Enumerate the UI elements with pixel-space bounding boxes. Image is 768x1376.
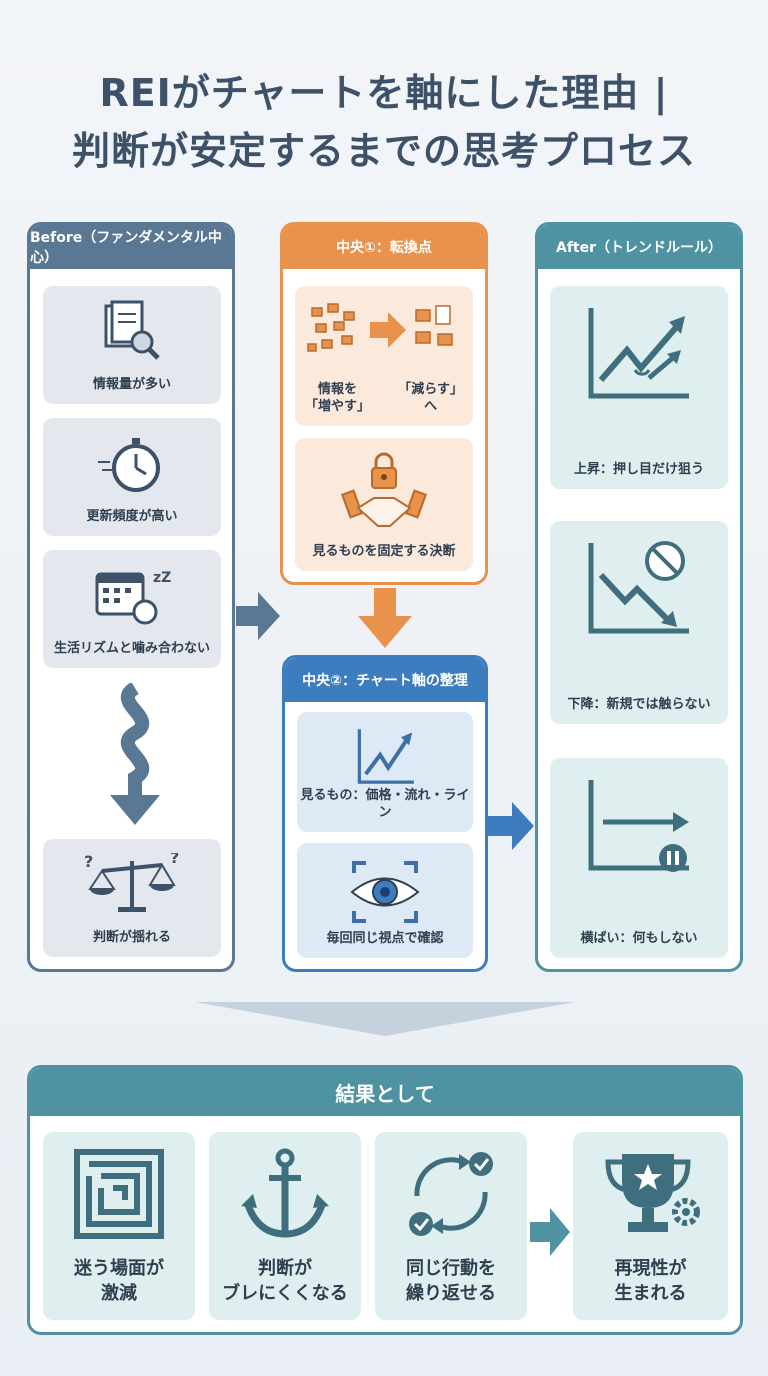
increase-info-label: 情報を 「増やす」 (305, 381, 371, 415)
before-item: zZ 生活リズムと噛み合わない (43, 550, 221, 668)
result-panel: 結果として 迷う場面が 激減 判断が ブレにくくなる 同じ行動を 繰り返せる 再… (27, 1065, 743, 1335)
before-item-label: 生活リズムと噛み合わない (53, 641, 210, 657)
arrow-right-blue-icon (488, 802, 534, 850)
center2-item-label: 見るもの：価格・流れ・ライン (300, 787, 470, 821)
after-item: 上昇：押し目だけ狙う (550, 286, 728, 489)
chevron-down-icon (195, 1002, 575, 1036)
title-line-1: REIがチャートを軸にした理由 | (99, 71, 669, 115)
before-item: 情報量が多い (43, 286, 221, 404)
center2-item: 見るもの：価格・流れ・ライン (297, 712, 473, 832)
result-item: 判断が ブレにくくなる (209, 1132, 361, 1320)
result-item: 迷う場面が 激減 (43, 1132, 195, 1320)
center2-item: 毎回同じ視点で確認 (297, 843, 473, 958)
result-item: 再現性が 生まれる (573, 1132, 728, 1320)
uptrend-icon (588, 308, 689, 399)
svg-text:?: ? (84, 853, 93, 871)
before-header: Before（ファンダメンタル中心） (30, 225, 232, 269)
result-item: 同じ行動を 繰り返せる (375, 1132, 527, 1320)
maze-icon (74, 1149, 164, 1239)
center1-item-label: 見るものを固定する決断 (312, 544, 456, 560)
center2-column: 中央②：チャート軸の整理 見るもの：価格・流れ・ライン 毎回同じ視点で確認 (282, 655, 488, 972)
before-item-label: 更新頻度が高い (86, 509, 178, 525)
center2-header: 中央②：チャート軸の整理 (285, 658, 485, 702)
squiggle-down-arrow-icon (110, 683, 160, 825)
center1-header: 中央①：転換点 (283, 225, 485, 269)
sideways-pause-icon (588, 780, 689, 872)
after-column: After（トレンドルール） 上昇：押し目だけ狙う 下降：新規では触らない 横ば… (535, 222, 743, 972)
document-search-icon (104, 300, 160, 360)
eye-focus-icon (350, 861, 420, 923)
before-item: ?? 判断が揺れる (43, 839, 221, 957)
result-item-label: 同じ行動を 繰り返せる (406, 1258, 496, 1304)
before-column: Before（ファンダメンタル中心） 情報量が多い 更新頻度が高い zZ 生活リ… (27, 222, 235, 972)
downtrend-stop-icon (588, 541, 689, 634)
before-item: 更新頻度が高い (43, 418, 221, 536)
after-item: 横ばい：何もしない (550, 758, 728, 958)
title-line-2: 判断が安定するまでの思考プロセス (71, 129, 696, 173)
after-item-label: 上昇：押し目だけ狙う (573, 462, 704, 478)
after-item-label: 下降：新規では触らない (567, 697, 711, 713)
arrow-down-icon (358, 588, 412, 648)
arrow-right-icon (236, 592, 280, 640)
center1-item: 情報を 「増やす」 「減らす」 へ (295, 286, 473, 426)
trophy-gear-icon (604, 1154, 700, 1232)
reduce-info-label: 「減らす」 へ (398, 381, 463, 415)
result-item-label: 判断が ブレにくくなる (222, 1258, 348, 1304)
after-item: 下降：新規では触らない (550, 521, 728, 724)
chart-up-icon (357, 729, 414, 784)
stopwatch-icon (98, 438, 160, 492)
result-item-label: 再現性が 生まれる (614, 1258, 687, 1304)
result-header: 結果として (30, 1068, 740, 1116)
cycle-check-icon (409, 1152, 493, 1236)
svg-text:?: ? (170, 853, 179, 867)
center2-item-label: 毎回同じ視点で確認 (326, 931, 444, 947)
result-item-label: 迷う場面が 激減 (74, 1258, 164, 1304)
after-header: After（トレンドルール） (538, 225, 740, 269)
reduce-info-icon (307, 303, 453, 352)
anchor-icon (241, 1148, 329, 1238)
after-item-label: 横ばい：何もしない (580, 931, 698, 947)
center1-item: 見るものを固定する決断 (295, 438, 473, 571)
before-item-label: 判断が揺れる (92, 930, 171, 946)
before-item-label: 情報量が多い (92, 377, 171, 393)
svg-text:zZ: zZ (153, 570, 171, 586)
arrow-right-result-icon (530, 1208, 570, 1256)
calendar-sleep-icon: zZ (95, 570, 171, 625)
scale-question-icon: ?? (84, 853, 179, 912)
center1-column: 中央①：転換点 情報を 「増やす」 「減らす」 へ 見るものを固定する決断 (280, 222, 488, 585)
lock-handshake-icon (340, 452, 428, 527)
